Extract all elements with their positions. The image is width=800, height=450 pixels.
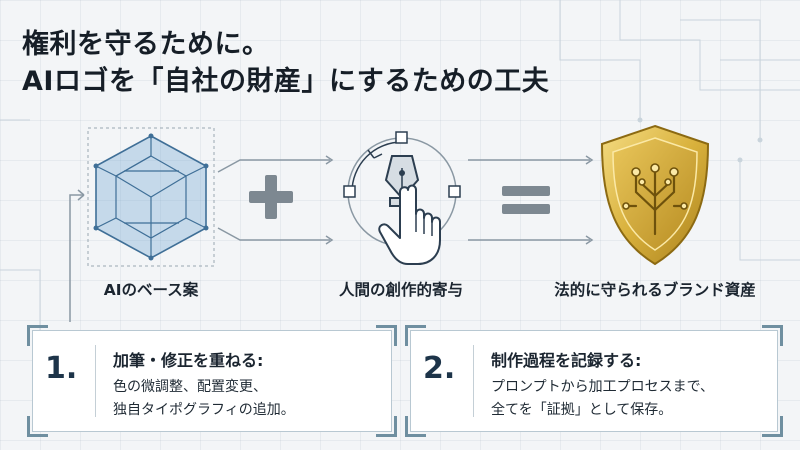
card-heading: 加筆・修正を重ねる: [113, 351, 264, 370]
card-body-line: 色の微調整、配置変更、 [113, 379, 267, 395]
human-contribution-label: 人間の創作的寄与 [338, 281, 464, 299]
tip-card-1: 1. 加筆・修正を重ねる: 色の微調整、配置変更、 独自タイポグラフィの追加。 [27, 325, 397, 437]
page-title: 権利を守るために。 AIロゴを「自社の財産」にするための工夫 [22, 26, 549, 100]
corner-bracket [762, 325, 783, 346]
corner-bracket [27, 325, 48, 346]
plus-icon [249, 175, 293, 219]
corner-bracket [762, 416, 783, 437]
card-body-line: プロンプトから加工プロセスまで、 [491, 379, 715, 395]
brand-asset-label: 法的に守られるブランド資産 [554, 281, 756, 299]
corner-bracket [376, 416, 397, 437]
card-heading: 制作過程を記録する: [491, 351, 642, 370]
corner-bracket [27, 416, 48, 437]
card-body-line: 独自タイポグラフィの追加。 [113, 402, 295, 418]
card-divider [95, 345, 96, 417]
title-line-2: AIロゴを「自社の財産」にするための工夫 [22, 66, 550, 97]
card-body: プロンプトから加工プロセスまで、 全てを「証拠」として保存。 [491, 376, 714, 422]
equals-icon [502, 186, 550, 214]
corner-bracket [405, 416, 426, 437]
card-body: 色の微調整、配置変更、 独自タイポグラフィの追加。 [113, 376, 295, 422]
corner-bracket [376, 325, 397, 346]
wireframe-cube-icon [87, 127, 215, 267]
pen-tool-hand-icon [343, 131, 461, 265]
card-divider [473, 345, 474, 417]
card-body-line: 全てを「証拠」として保存。 [491, 402, 673, 418]
corner-bracket [405, 325, 426, 346]
tip-card-2: 2. 制作過程を記録する: プロンプトから加工プロセスまで、 全てを「証拠」とし… [405, 325, 783, 437]
ai-base-label: AIのベース案 [103, 281, 199, 299]
card-number: 2. [423, 351, 456, 386]
gold-shield-circuit-icon [600, 124, 710, 266]
title-line-1: 権利を守るために。 [22, 29, 270, 60]
card-number: 1. [45, 351, 78, 386]
